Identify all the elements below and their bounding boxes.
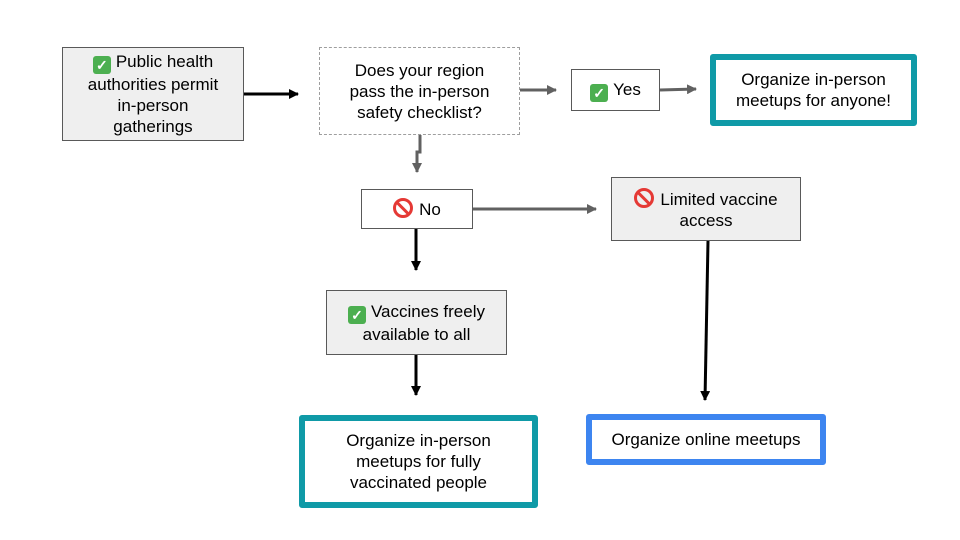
node-authorities-permit: ✓Public health authorities permit in-per… xyxy=(62,47,244,141)
node-yes-label: Yes xyxy=(613,79,641,99)
node-vaccines-available-label: Vaccines freely available to all xyxy=(362,301,485,344)
arrow-checklist-to-no xyxy=(412,135,422,173)
check-icon: ✓ xyxy=(590,83,609,102)
node-yes: ✓Yes xyxy=(571,69,660,111)
arrow-yes-to-anyone xyxy=(659,84,697,95)
node-meetups-vaccinated-label: Organize in-person meetups for fully vac… xyxy=(346,431,491,492)
node-online-meetups: Organize online meetups xyxy=(586,414,826,465)
check-icon: ✓ xyxy=(347,305,366,324)
node-safety-checklist-label: Does your region pass the in-person safe… xyxy=(349,60,490,122)
node-no-label: No xyxy=(419,200,441,219)
node-limited-access-label: Limited vaccine access xyxy=(660,189,778,230)
node-meetups-anyone: Organize in-person meetups for anyone! xyxy=(710,54,917,126)
node-no: No xyxy=(361,189,473,229)
node-vaccines-available: ✓Vaccines freely available to all xyxy=(326,290,507,355)
node-online-meetups-label: Organize online meetups xyxy=(611,430,801,449)
arrow-limited-to-online xyxy=(700,240,711,401)
node-meetups-vaccinated: Organize in-person meetups for fully vac… xyxy=(299,415,538,508)
node-safety-checklist: Does your region pass the in-person safe… xyxy=(319,47,520,135)
prohibited-icon xyxy=(393,198,414,218)
node-authorities-permit-label: Public health authorities permit in-pers… xyxy=(87,52,219,136)
node-meetups-anyone-label: Organize in-person meetups for anyone! xyxy=(736,70,891,110)
prohibited-icon xyxy=(634,187,655,208)
node-limited-access: Limited vaccine access xyxy=(611,177,801,241)
check-icon: ✓ xyxy=(92,56,111,74)
